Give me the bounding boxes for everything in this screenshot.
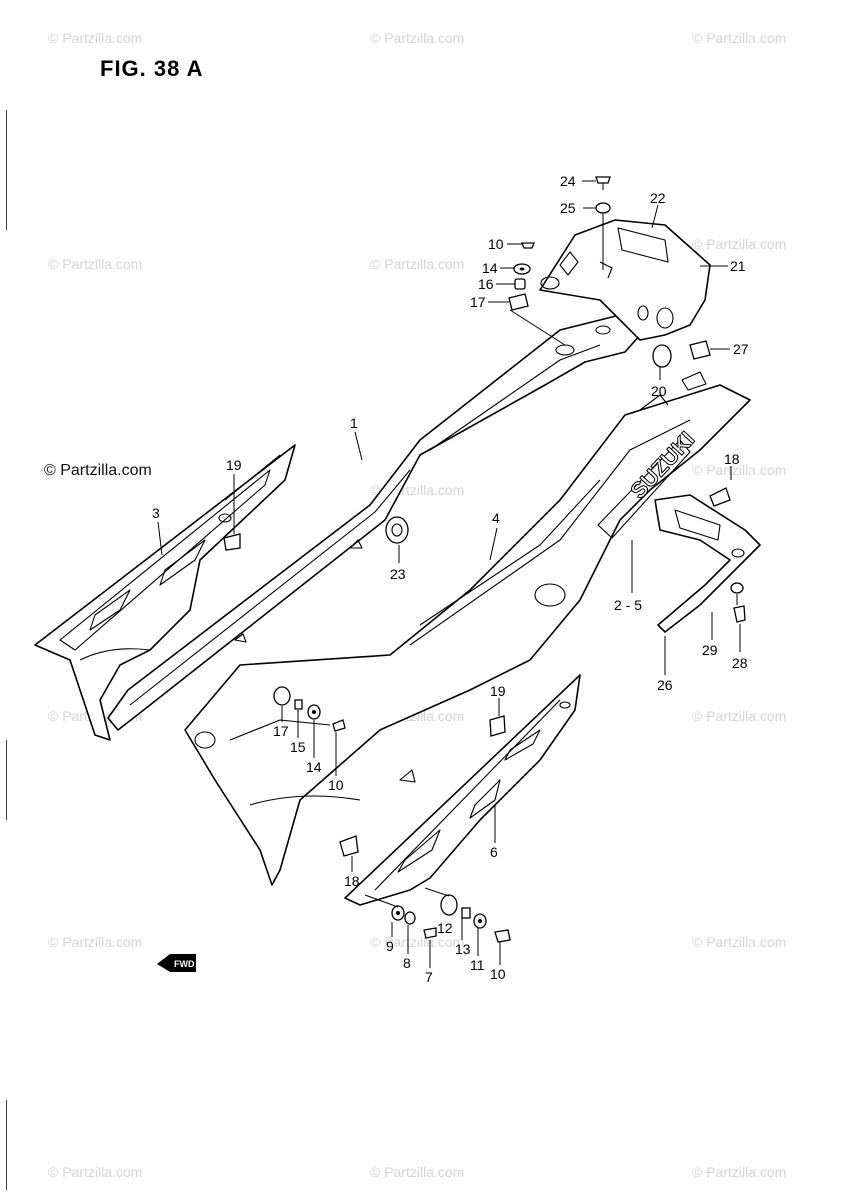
callout-6: 6 [490,844,498,860]
watermark: © Partzilla.com [48,1164,143,1180]
callout-4: 4 [492,510,500,526]
callout-19: 19 [490,683,506,699]
watermark: © Partzilla.com [48,934,143,950]
hardware-parts [223,176,746,943]
callout-14: 14 [482,260,498,276]
figure-title: FIG. 38 A [100,56,204,81]
callout-29: 29 [702,642,718,658]
callout-10: 10 [490,966,506,982]
callout-1: 1 [350,415,358,431]
callout-14: 14 [306,759,322,775]
callout-27: 27 [733,341,749,357]
callout-13: 13 [455,941,471,957]
callout-10: 10 [328,777,344,793]
callout-3: 3 [152,505,160,521]
callout-28: 28 [732,655,748,671]
callout-8: 8 [403,955,411,971]
part-6-side-cover-right [344,674,581,906]
fwd-label: FWD [174,959,195,969]
callout-25: 25 [560,200,576,216]
watermark: © Partzilla.com [692,1164,787,1180]
callout-labels: 24 22 25 10 14 16 17 21 27 20 1 18 19 3 … [152,173,749,985]
watermark: © Partzilla.com [692,934,787,950]
callout-20: 20 [651,383,667,399]
watermark: © Partzilla.com [48,256,143,272]
watermark: © Partzilla.com [692,236,787,252]
part-1-frame-rail [107,314,641,731]
margin-rule [6,110,7,230]
callout-22: 22 [650,190,666,206]
callout-11: 11 [470,957,485,973]
watermark: © Partzilla.com [370,30,465,46]
watermark: © Partzilla.com [692,30,787,46]
callout-23: 23 [390,566,406,582]
callout-19: 19 [226,457,242,473]
part-3-side-cover-left [34,444,296,741]
callout-12: 12 [437,920,453,936]
watermark: © Partzilla.com [370,1164,465,1180]
callout-24: 24 [560,173,576,189]
part-26-rear-bracket [654,494,761,633]
callout-18: 18 [724,451,740,467]
part-21-tail-cowl [539,219,711,341]
callout-9: 9 [386,938,394,954]
watermark: © Partzilla.com [692,708,787,724]
watermark: © Partzilla.com [48,30,143,46]
callout-15: 15 [290,739,306,755]
callout-21: 21 [730,258,746,274]
fwd-arrow-icon: FWD [157,954,196,972]
callout-17: 17 [273,723,289,739]
margin-rule [6,740,7,820]
callout-7: 7 [425,969,433,985]
callout-26: 26 [657,677,673,693]
leader-lines [157,180,741,968]
callout-18: 18 [344,873,360,889]
callout-10: 10 [488,236,504,252]
callout-2-5: 2 - 5 [614,597,642,613]
callout-17: 17 [470,294,486,310]
margin-rule [6,1100,7,1190]
part-4-lower-side-cover [184,371,751,886]
callout-16: 16 [478,276,494,292]
watermark: © Partzilla.com [370,256,465,272]
watermark: © Partzilla.com [692,462,787,478]
watermark: © Partzilla.com [370,934,465,950]
partzilla-credit: © Partzilla.com [44,462,152,479]
